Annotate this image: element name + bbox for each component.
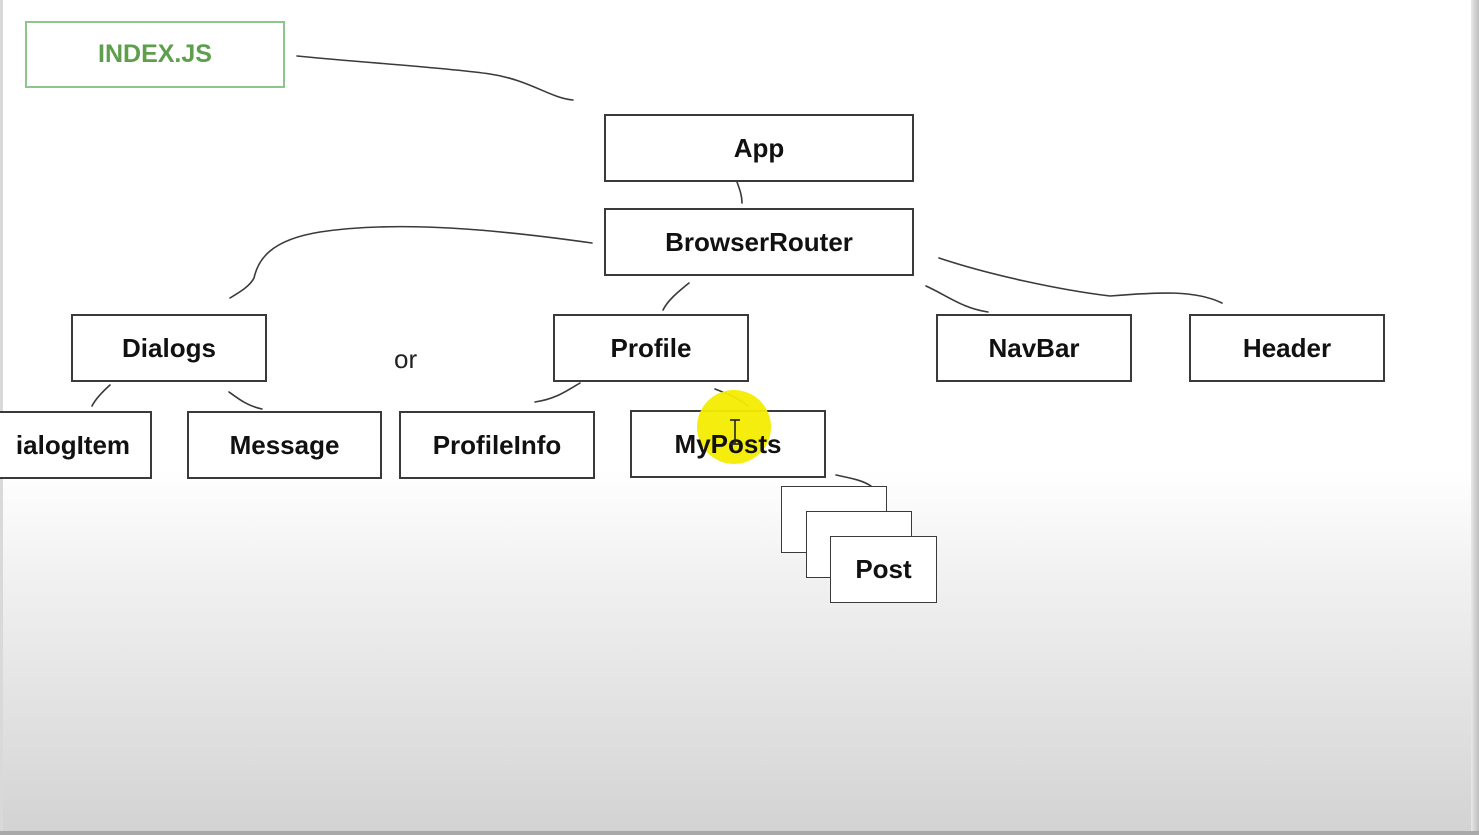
node-dialog-item-label: ialogItem bbox=[15, 429, 131, 460]
connector-index-app bbox=[296, 55, 574, 101]
bottom-edge bbox=[0, 831, 1479, 835]
node-profile: Profile bbox=[553, 314, 749, 382]
node-header: Header bbox=[1189, 314, 1385, 382]
or-label: or bbox=[394, 344, 418, 374]
node-dialog-item: ialogItem bbox=[0, 411, 152, 479]
connector-dialogs-dialogitem bbox=[91, 384, 111, 407]
node-message: Message bbox=[187, 411, 382, 479]
connector-dialogs-message bbox=[228, 391, 263, 410]
connector-app-router bbox=[736, 181, 743, 204]
node-browser-router: BrowserRouter bbox=[604, 208, 914, 276]
node-post: Post bbox=[830, 536, 937, 603]
text-cursor-icon bbox=[730, 419, 740, 445]
connector-router-profile bbox=[662, 282, 690, 311]
connector-profile-profileinfo bbox=[534, 382, 581, 403]
cursor-highlight bbox=[697, 390, 771, 464]
node-app: App bbox=[604, 114, 914, 182]
connector-router-dialogs bbox=[229, 225, 593, 299]
connector-myposts-post bbox=[835, 474, 872, 487]
node-navbar: NavBar bbox=[936, 314, 1132, 382]
connector-router-header bbox=[938, 257, 1223, 304]
node-my-posts-label: MyPosts bbox=[674, 428, 782, 459]
node-dialogs: Dialogs bbox=[71, 314, 267, 382]
connector-router-navbar bbox=[925, 285, 989, 313]
right-edge bbox=[1471, 0, 1479, 835]
node-profile-info: ProfileInfo bbox=[399, 411, 595, 479]
node-index-js: INDEX.JS bbox=[25, 21, 285, 88]
